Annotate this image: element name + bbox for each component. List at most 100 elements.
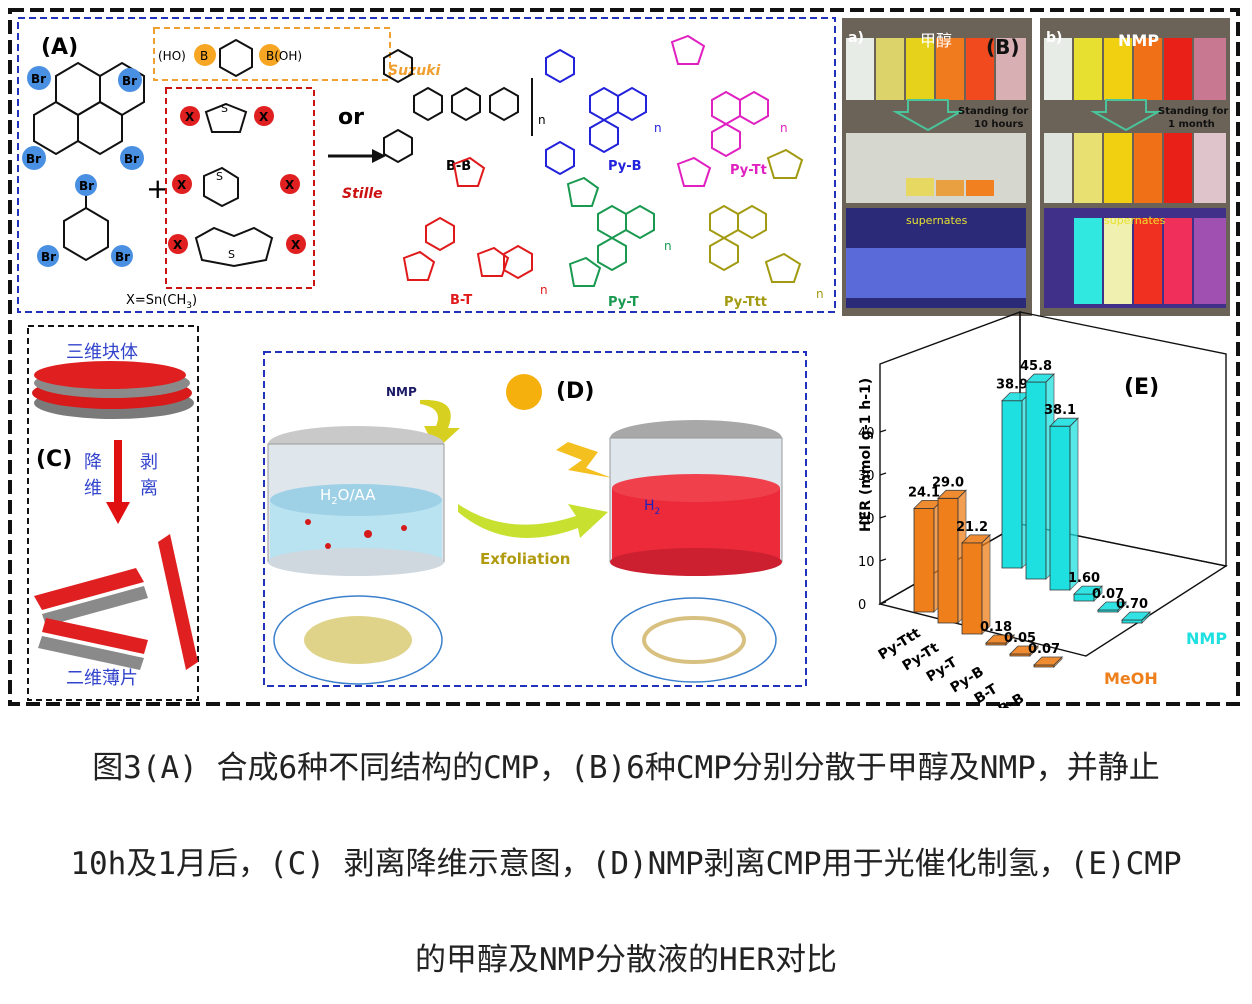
or-label: or [338, 105, 364, 130]
chart-y-tick [879, 558, 887, 562]
thiophene-monomers: X S X X S X X S X [168, 102, 306, 268]
panel-d-frame [263, 351, 807, 687]
chart-bar-top [1097, 601, 1127, 611]
label-b-t: B-T [450, 293, 472, 308]
caption-line-1: 图3(A) 合成6种不同结构的CMP，(B)6种CMP分别分散于甲醇及NMP，并… [92, 750, 1160, 786]
panel-c-label: (C) [36, 447, 72, 472]
svg-text:10 hours: 10 hours [974, 119, 1023, 130]
svg-text:X: X [185, 110, 195, 124]
svg-text:n: n [664, 239, 672, 253]
sheet-stack [34, 534, 198, 670]
standing-arrow-b [1090, 99, 1162, 132]
bulk-label: 三维块体 [66, 342, 138, 363]
stille-box [165, 87, 315, 289]
chart-bar [1025, 381, 1047, 580]
stille-label: Stille [342, 186, 383, 202]
chart-y-tick [879, 601, 887, 605]
br-circles: Br Br Br Br [22, 66, 144, 170]
polymer-py-ttt [709, 148, 804, 283]
vials-methanol-mid [846, 133, 1026, 203]
chart-ylabel: HER (mmol g-1 h-1) [858, 378, 874, 532]
svg-text:Standing for: Standing for [1158, 106, 1228, 117]
panel-d-label: (D) [556, 379, 594, 404]
chart-value-label: 0.70 [1116, 597, 1148, 612]
figure: (A) Br Br Br Br Br Br Br + (HO) B B( [8, 8, 1240, 708]
nmp-label: NMP [386, 385, 417, 399]
polymer-b-t [402, 156, 533, 281]
svg-text:Br: Br [31, 72, 46, 86]
chart-value-label: 21.2 [956, 520, 988, 535]
chart-bar-top [937, 489, 967, 499]
bulk-stack [32, 361, 194, 419]
svg-text:Br: Br [124, 152, 139, 166]
standing-arrow-a [892, 99, 964, 132]
panel-c: 三维块体 (C) 降 维 剥 离 二维薄片 [27, 325, 199, 701]
h2-label: H2 [644, 498, 660, 517]
chart-category-label: B-B [996, 690, 1028, 708]
svg-text:n: n [540, 283, 548, 297]
svg-text:Br: Br [79, 179, 94, 193]
svg-text:Br: Br [41, 250, 56, 264]
svg-text:X: X [259, 110, 269, 124]
vials-nmp-mid [1044, 133, 1226, 203]
panel-a-frame [17, 17, 836, 313]
svg-text:S: S [216, 170, 223, 183]
svg-text:supernates: supernates [1104, 214, 1166, 227]
svg-text:n: n [816, 287, 824, 301]
svg-text:Br: Br [122, 74, 137, 88]
chart-y-tick-label: 0 [858, 598, 866, 613]
svg-text:S: S [221, 102, 228, 115]
chart-y-tick [879, 429, 887, 433]
exfoliation-label: Exfoliation [480, 550, 570, 568]
label-py-ttt: Py-Ttt [724, 295, 767, 310]
svg-text:X: X [285, 178, 295, 192]
lightning-icon [556, 442, 612, 478]
chart-value-label: 0.07 [1092, 587, 1124, 602]
chart-y-tick [879, 472, 887, 476]
caption-line-3: 的甲醇及NMP分散液的HER对比 [415, 942, 837, 978]
label-py-b: Py-B [608, 159, 642, 174]
svg-text:X: X [173, 238, 183, 252]
sun-icon [506, 374, 542, 410]
chart-value-label: 0.05 [1004, 631, 1036, 646]
svg-text:S: S [228, 248, 235, 261]
label-methanol: 甲醇 [920, 31, 952, 50]
tag-b: b) [1046, 30, 1062, 46]
tag-a: a) [848, 30, 864, 46]
label-nmp: NMP [1118, 31, 1159, 50]
outer-frame [8, 8, 1240, 706]
polymer-b-b [383, 48, 533, 164]
svg-text:剥: 剥 [140, 452, 158, 473]
label-py-t: Py-T [608, 295, 639, 310]
polymer-py-tt [670, 34, 769, 187]
chart-bars: 38.945.838.11.600.070.7024.129.021.20.18… [908, 359, 1151, 668]
chart-value-label: 29.0 [932, 475, 964, 490]
svg-text:Br: Br [26, 152, 41, 166]
svg-text:n: n [654, 121, 662, 135]
vials-nmp-uv [1044, 208, 1226, 308]
solution-label: H2O/AA [320, 486, 376, 507]
suzuki-label: Suzuki [388, 63, 440, 79]
chart-bar-top [1025, 373, 1055, 383]
polymer-py-b [545, 48, 647, 176]
tribromobenzene: Br Br Br [37, 174, 133, 267]
tetrabromopyrene [33, 61, 145, 156]
chart-y-tick-label: 40 [858, 426, 875, 441]
chart-bar-top [1073, 585, 1103, 595]
tin-reagent-label: X=Sn(CH3) [126, 293, 197, 311]
panel-c-frame [27, 325, 199, 701]
vials-nmp-top [1044, 38, 1226, 100]
plus-sign: + [146, 172, 169, 205]
svg-text:Br: Br [115, 250, 130, 264]
vials-methanol-top [846, 38, 1026, 100]
chart-bar-top [1121, 611, 1151, 621]
chart-bar-top [1009, 645, 1039, 655]
chart-bar-top [1049, 417, 1079, 427]
zoom-circle-right [611, 597, 777, 683]
chart-bar [961, 542, 983, 635]
polymer-py-t [566, 176, 655, 287]
svg-text:n: n [538, 113, 546, 127]
caption-line-2: 10h及1月后，(C) 剥离降维示意图，(D)NMP剥离CMP用于光催化制氢，(… [70, 846, 1182, 882]
